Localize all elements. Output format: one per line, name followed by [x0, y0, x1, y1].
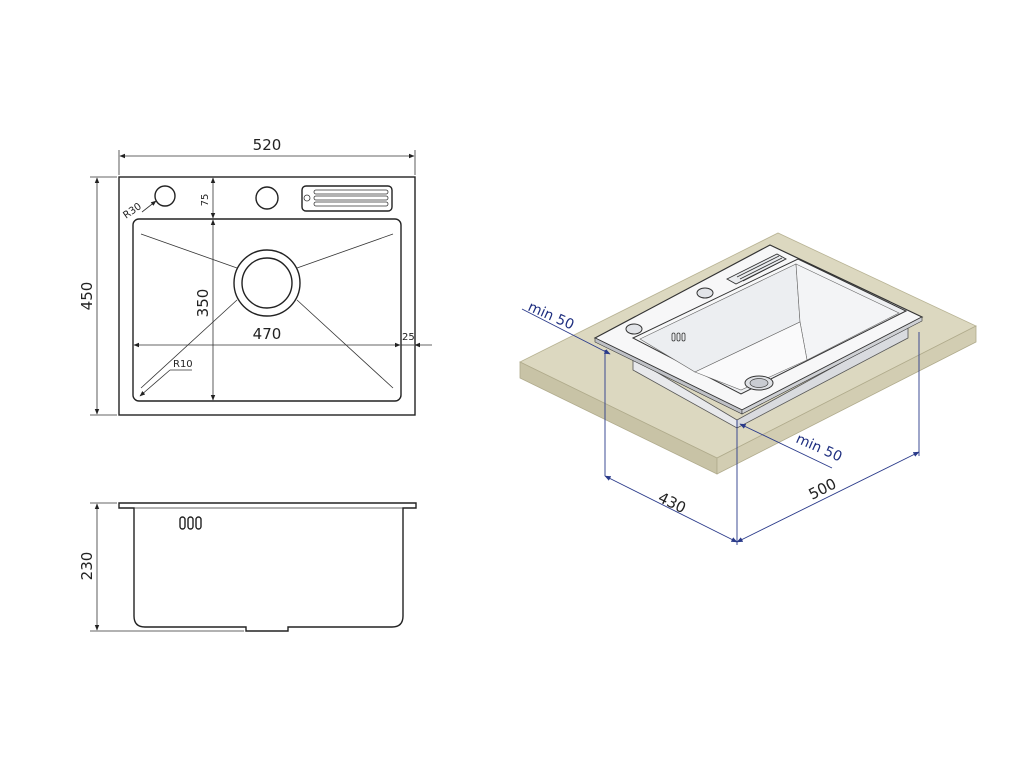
iso-tap-hole-icon	[625, 323, 643, 335]
label-overall-width: 520	[253, 136, 282, 154]
dim-tap-offset: 75	[200, 177, 216, 219]
drain-outer	[233, 249, 301, 317]
iso-view: min 50 min 50 430 500	[519, 232, 977, 545]
iso-dimension-lines	[521, 308, 920, 545]
dim-height: 230	[78, 502, 244, 632]
side-view: 230	[78, 502, 417, 632]
dim-corner-radius: R10	[139, 359, 193, 397]
top-view: 520 450 R30 75 350 470	[78, 136, 432, 416]
dim-overall-depth: 450	[78, 176, 117, 416]
label-height: 230	[78, 552, 96, 581]
label-tap-offset: 75	[200, 194, 211, 207]
bowl-outline	[132, 218, 402, 402]
drain-inner	[241, 257, 293, 309]
iso-slots-icon	[726, 253, 787, 285]
dim-overall-width: 520	[118, 136, 416, 175]
iso-soap-hole-icon	[696, 287, 714, 299]
iso-overflow-icon	[671, 332, 686, 342]
soap-hole-icon	[255, 186, 279, 210]
label-cutout-depth: 430	[655, 488, 689, 517]
dim-side-margin: 25	[401, 332, 432, 348]
label-bowl-depth: 350	[194, 289, 212, 318]
side-flange	[118, 502, 417, 632]
label-min-top: min 50	[525, 299, 576, 333]
label-bowl-width: 470	[253, 325, 282, 343]
side-overflow-icon	[179, 516, 202, 530]
overflow-slots-icon	[301, 185, 393, 212]
label-side-margin: 25	[402, 332, 415, 343]
label-overall-depth: 450	[78, 282, 96, 311]
dim-bowl-width: 470	[133, 325, 401, 348]
label-corner-radius: R10	[173, 359, 193, 370]
label-min-bottom: min 50	[793, 431, 844, 465]
label-cutout-width: 500	[806, 475, 840, 504]
dim-bowl-depth: 350	[194, 219, 216, 401]
countertop-right	[716, 325, 977, 475]
tap-hole-icon	[154, 185, 176, 207]
sink-outline	[118, 176, 416, 416]
